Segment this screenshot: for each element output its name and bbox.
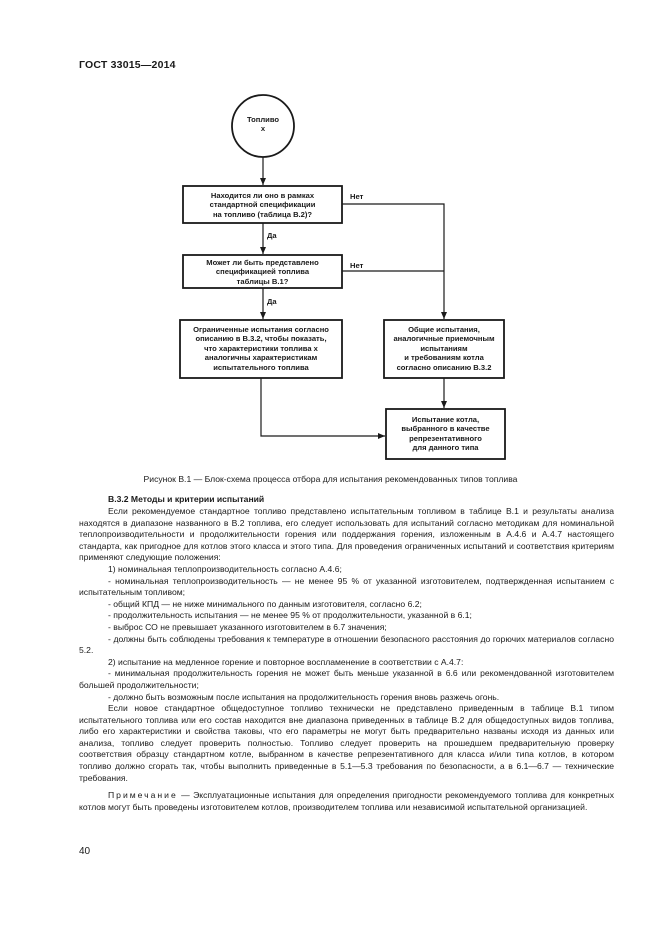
list-item: - минимальная продолжительность горения …: [79, 668, 614, 690]
flowchart: [179, 94, 506, 460]
yes-label-2: Да: [267, 297, 277, 306]
list-item: - должны быть соблюдены требования к тем…: [79, 633, 614, 656]
start-node-label: Топливо x: [246, 115, 280, 134]
figure-caption: Рисунок В.1 — Блок-схема процесса отбора…: [143, 474, 518, 484]
boiler-test-label: Испытание котла, выбранного в качестве р…: [401, 415, 490, 453]
section-body: Если рекомендуемое стандартное топливо п…: [79, 506, 614, 813]
list-item: 1) номинальная теплопроизводительность с…: [108, 563, 342, 574]
limited-tests-label: Ограниченные испытания согласно описанию…: [193, 325, 329, 372]
list-item: - номинальная теплопроизводительность — …: [79, 575, 614, 598]
list-item: - должно быть возможным после испытания …: [108, 691, 500, 702]
yes-label-1: Да: [267, 231, 277, 240]
list-item: - продолжительность испытания — не менее…: [108, 610, 472, 621]
list-item: - общий КПД — не ниже минимального по да…: [108, 598, 422, 609]
decision2-label: Может ли быть представлено спецификацией…: [206, 258, 319, 286]
no-label-1: Нет: [350, 192, 364, 201]
paragraph: Если рекомендуемое стандартное топливо п…: [79, 506, 614, 563]
decision1-label: Находится ли оно в рамках стандартной сп…: [209, 191, 316, 219]
section-title: В.3.2 Методы и критерии испытаний: [108, 494, 265, 504]
note: Примечание — Эксплуатационные испытания …: [79, 790, 614, 813]
list-item: - выброс СО не превышает указанного изго…: [108, 621, 387, 632]
page-number: 40: [79, 846, 91, 857]
document-header: ГОСТ 33015—2014: [79, 59, 176, 71]
paragraph: Если новое стандартное общедоступное топ…: [79, 703, 614, 783]
edge-decision1-general: [342, 203, 447, 319]
edge-limited-boiler: [260, 378, 385, 439]
note-text: — Эксплуатационные испытания для определ…: [79, 790, 614, 812]
no-label-2: Нет: [350, 261, 364, 270]
boiler-test-box: [385, 408, 506, 460]
note-label: Примечание: [108, 790, 178, 801]
general-tests-label: Общие испытания, аналогичные приемочным …: [393, 325, 495, 372]
list-item: 2) испытание на медленное горение и повт…: [108, 656, 464, 667]
